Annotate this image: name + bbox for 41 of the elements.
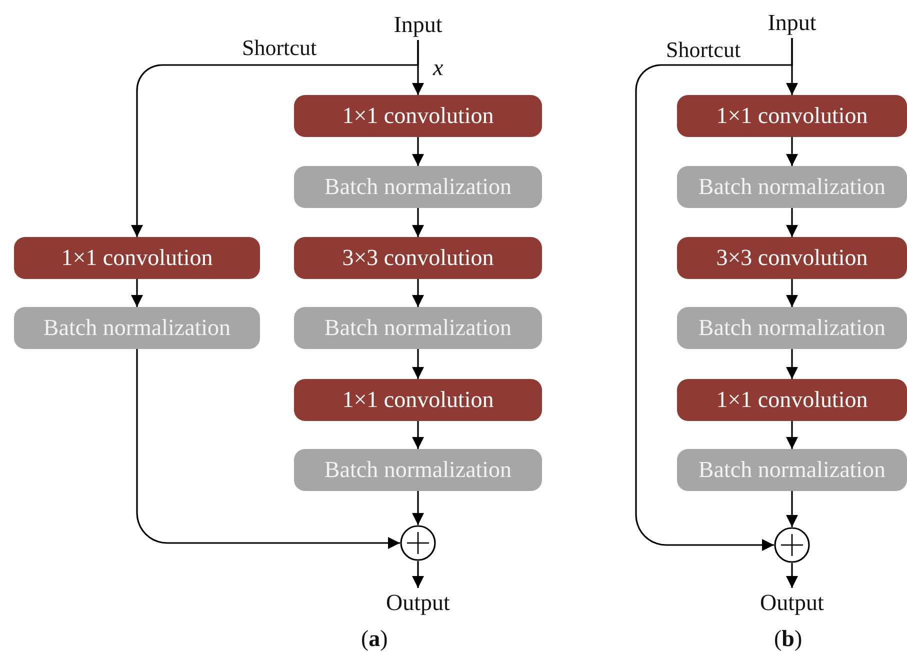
normalization-block: Batch normalization [14,307,260,349]
convolution-block: 1×1 convolution [14,237,260,279]
arrow [412,561,424,588]
arrow [786,208,798,237]
arrow [131,40,419,237]
convolution-block: 3×3 convolution [294,237,542,279]
arrow [786,137,798,166]
text-label: Input [759,8,825,38]
arrow [136,349,400,549]
variable-label: x [433,56,444,79]
normalization-block: Batch normalization [294,307,542,349]
convolution-block: 1×1 convolution [294,95,542,137]
arrow [412,137,424,166]
arrow [786,491,798,527]
convolution-block: 1×1 convolution [294,379,542,421]
normalization-block: Batch normalization [677,449,907,491]
arrow [412,279,424,307]
normalization-block: Batch normalization [294,166,542,208]
arrow [786,349,798,379]
panel-label: (a) [361,627,388,650]
sum-circle [774,527,810,563]
convolution-block: 1×1 convolution [677,379,907,421]
arrow [786,563,798,588]
arrow [412,421,424,449]
text-label: Output [373,588,463,618]
text-label: Input [385,10,451,40]
panel-label: (b) [774,627,802,650]
normalization-block: Batch normalization [677,307,907,349]
arrow [786,279,798,307]
sum-circle [400,525,436,561]
text-label: Output [747,588,837,618]
normalization-block: Batch normalization [677,166,907,208]
arrow [412,349,424,379]
convolution-block: 1×1 convolution [677,95,907,137]
arrow [131,279,143,307]
normalization-block: Batch normalization [294,449,542,491]
arrow [635,38,793,551]
convolution-block: 3×3 convolution [677,237,907,279]
arrow [412,208,424,237]
arrow [412,491,424,525]
arrow [786,421,798,449]
